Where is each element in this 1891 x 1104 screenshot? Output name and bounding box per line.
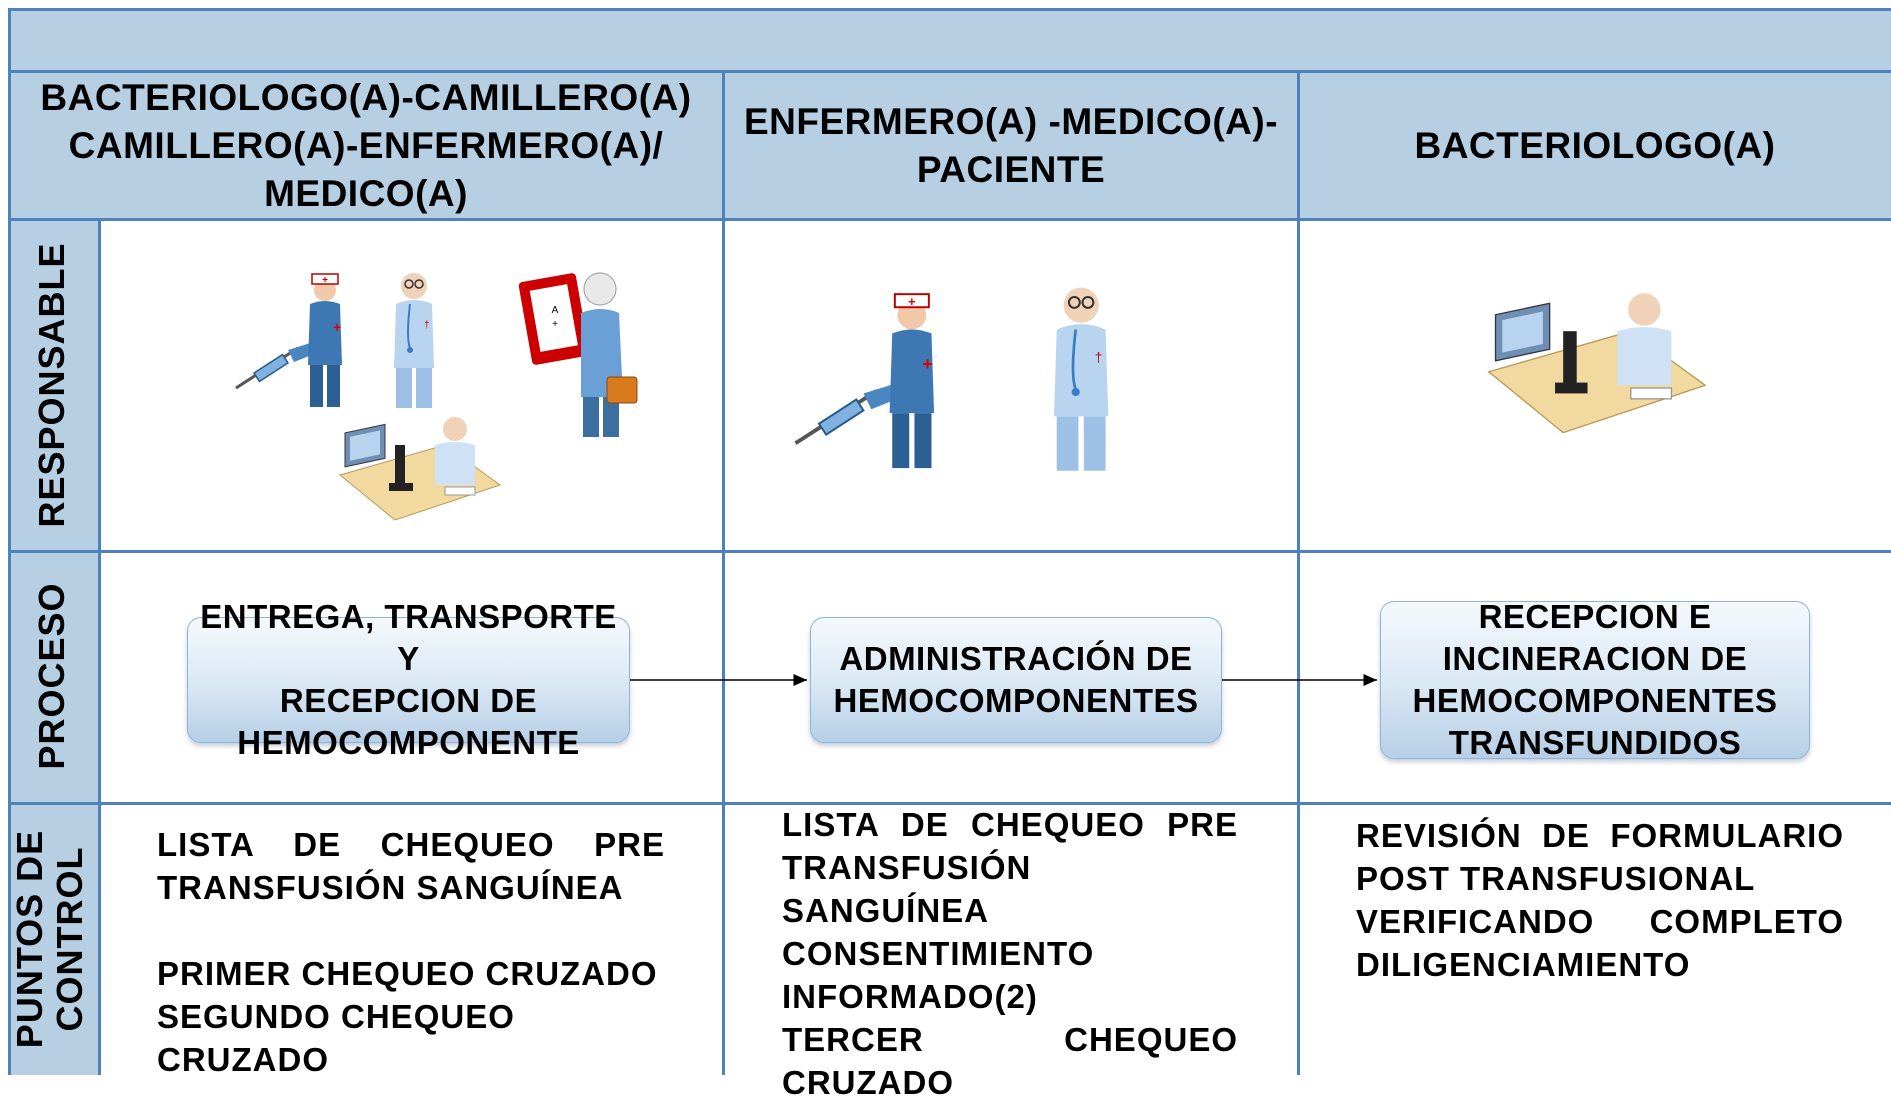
svg-text:A: A — [552, 305, 559, 316]
role-line: CAMILLERO(A)-ENFERMERO(A)/ — [68, 125, 664, 166]
role-line: PACIENTE — [916, 149, 1106, 190]
process-line: ADMINISTRACIÓN DE — [839, 640, 1193, 677]
control-points-col1: LISTA DE CHEQUEO PRE TRANSFUSIÓN SANGUÍN… — [157, 823, 665, 1081]
control-line: DILIGENCIAMIENTO — [1356, 946, 1691, 983]
control-points-col3: REVISIÓN DE FORMULARIO POST TRANSFUSIONA… — [1356, 814, 1844, 986]
nurse-with-syringe-icon: + + — [794, 293, 935, 469]
blood-bag-carrier-icon: A + — [518, 272, 638, 437]
process-line: HEMOCOMPONENTE — [237, 724, 580, 761]
control-line: POST TRANSFUSIONAL — [1356, 860, 1756, 897]
role-header-col1: BACTERIOLOGO(A)-CAMILLERO(A) CAMILLERO(A… — [10, 72, 722, 220]
control-line: REVISIÓN DE FORMULARIO — [1356, 817, 1844, 854]
svg-text:†: † — [1095, 350, 1103, 365]
process-line: INCINERACION DE — [1442, 640, 1748, 677]
svg-text:+: + — [922, 353, 933, 374]
process-line: RECEPCION DE — [279, 682, 538, 719]
role-header-col3: BACTERIOLOGO(A) — [1299, 72, 1891, 220]
role-header-row — [8, 72, 1891, 220]
lab-technician-microscope-icon — [1487, 293, 1707, 434]
control-points-col2: LISTA DE CHEQUEO PRE TRANSFUSIÓN SANGUÍN… — [782, 803, 1238, 1104]
process-box-administracion: ADMINISTRACIÓN DE HEMOCOMPONENTES — [810, 617, 1222, 743]
top-header-bar — [8, 8, 1891, 72]
role-line: BACTERIOLOGO(A)-CAMILLERO(A) — [40, 77, 692, 118]
control-line: CRUZADO — [782, 1064, 954, 1101]
control-line: TRANSFUSIÓN SANGUÍNEA — [157, 869, 624, 906]
process-box-recepcion: RECEPCION E INCINERACION DE HEMOCOMPONEN… — [1380, 598, 1810, 761]
control-line: CONSENTIMIENTO — [782, 935, 1095, 972]
control-line: LISTA DE CHEQUEO PRE — [157, 826, 665, 863]
svg-text:+: + — [322, 275, 328, 286]
role-line: BACTERIOLOGO(A) — [1414, 125, 1776, 166]
svg-text:+: + — [552, 319, 558, 330]
control-line: TERCER CHEQUEO — [782, 1021, 1238, 1058]
control-line: INFORMADO(2) — [782, 978, 1038, 1015]
doctor-icon: † — [394, 273, 434, 408]
control-line: SEGUNDO CHEQUEO CRUZADO — [157, 998, 515, 1078]
process-line: RECEPCION E — [1478, 598, 1712, 635]
nurse-with-syringe-icon: + + — [235, 273, 342, 407]
process-line: HEMOCOMPONENTES — [1412, 682, 1778, 719]
process-line: HEMOCOMPONENTES — [833, 682, 1199, 719]
role-line: MEDICO(A) — [264, 173, 468, 214]
control-spacer — [157, 909, 665, 952]
control-line: PRIMER CHEQUEO CRUZADO — [157, 955, 658, 992]
control-line: VERIFICANDO COMPLETO — [1356, 903, 1844, 940]
svg-text:+: + — [908, 294, 916, 309]
svg-text:†: † — [424, 320, 430, 331]
process-flow-table: BACTERIOLOGO(A)-CAMILLERO(A) CAMILLERO(A… — [8, 8, 1891, 1101]
control-line: LISTA DE CHEQUEO PRE — [782, 806, 1238, 843]
process-line: ENTREGA, TRANSPORTE Y — [200, 598, 617, 677]
side-label-column — [8, 220, 99, 1075]
process-line: TRANSFUNDIDOS — [1448, 724, 1742, 761]
doctor-icon: † — [1054, 287, 1109, 471]
role-line: ENFERMERO(A) -MEDICO(A)- — [743, 101, 1279, 142]
lab-technician-microscope-icon — [338, 417, 502, 521]
role-header-col2: ENFERMERO(A) -MEDICO(A)- PACIENTE — [724, 72, 1298, 220]
control-line: TRANSFUSIÓN SANGUÍNEA — [782, 849, 1032, 929]
flow-connectors — [630, 674, 1377, 686]
process-box-entrega: ENTREGA, TRANSPORTE Y RECEPCION DE HEMOC… — [187, 598, 630, 761]
svg-text:+: + — [333, 319, 341, 335]
